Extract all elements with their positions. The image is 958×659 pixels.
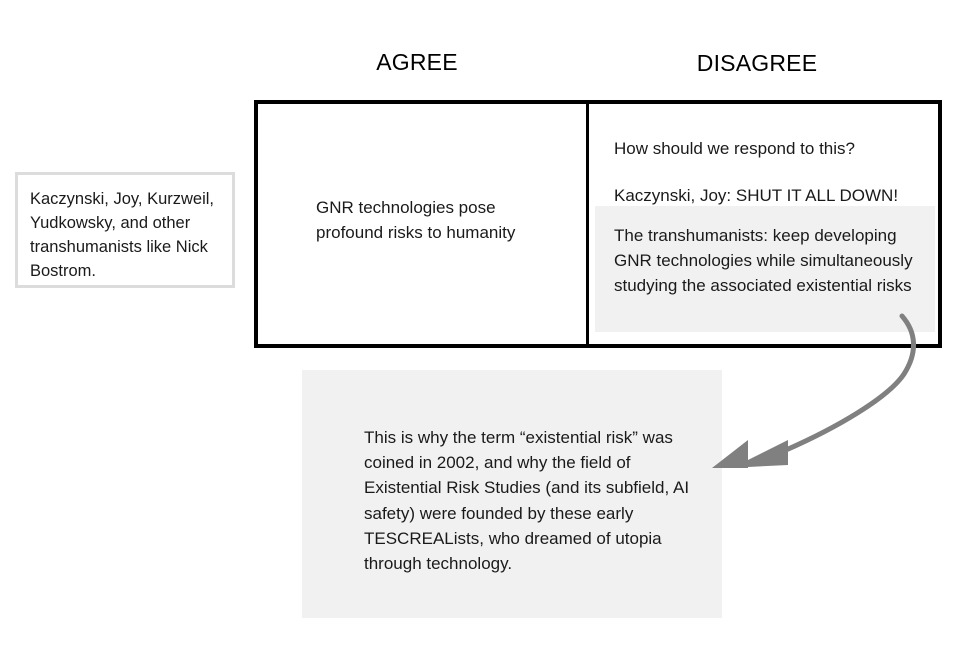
left-note-text: Kaczynski, Joy, Kurzweil, Yudkowsky, and… (30, 190, 214, 280)
annotation-text: This is why the term “existential risk” … (364, 428, 690, 574)
disagree-hardliner-response-text: Kaczynski, Joy: SHUT IT ALL DOWN! (614, 186, 899, 205)
left-note-box: Kaczynski, Joy, Kurzweil, Yudkowsky, and… (15, 172, 235, 288)
table-cell-disagree: How should we respond to this? Kaczynski… (589, 104, 938, 344)
annotation-highlight-blob (302, 370, 722, 618)
table-cell-agree: GNR technologies pose profound risks to … (258, 104, 586, 344)
column-header-agree: AGREE (376, 49, 458, 75)
column-header-disagree: DISAGREE (696, 50, 818, 76)
curved-arrow-icon (712, 313, 917, 468)
agree-statement-text: GNR technologies pose profound risks to … (316, 198, 516, 242)
disagree-question-text: How should we respond to this? (614, 139, 855, 158)
table-column-divider (586, 104, 589, 344)
disagree-transhumanist-response-text: The transhumanists: keep developing GNR … (614, 226, 913, 295)
disagree-highlight-blob (595, 206, 935, 332)
